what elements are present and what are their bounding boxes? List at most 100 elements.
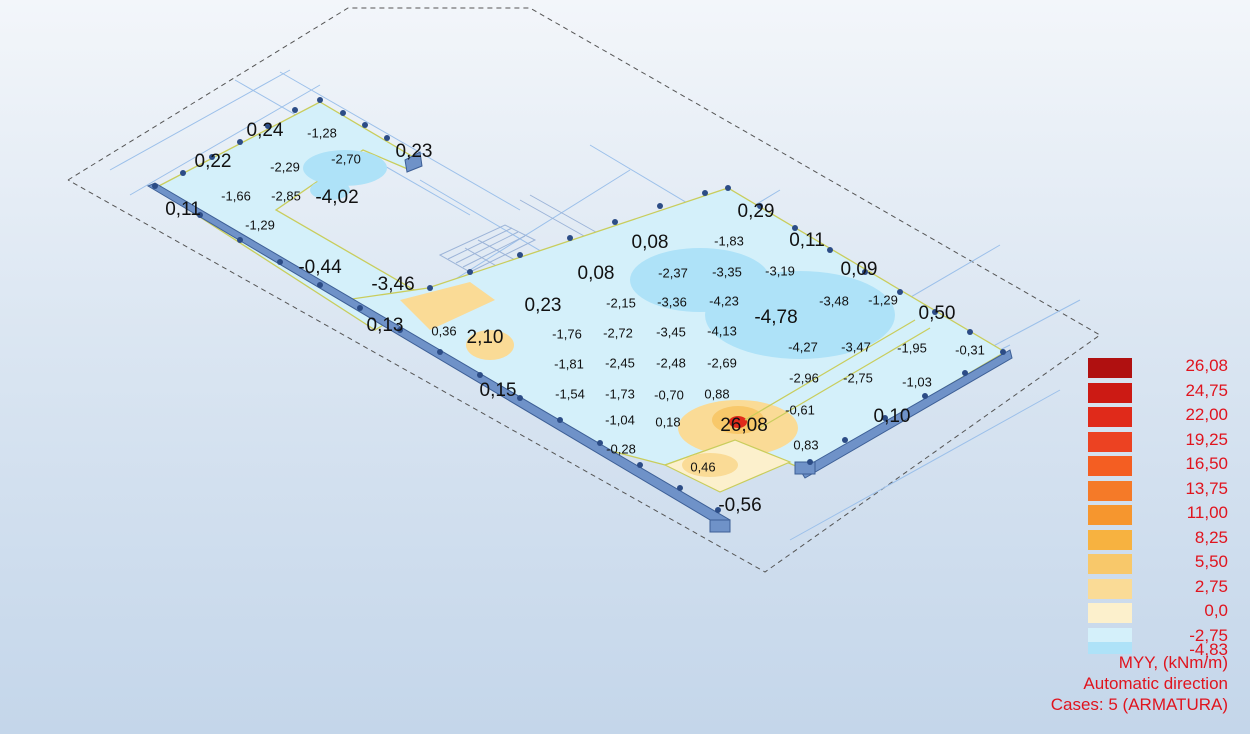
legend-swatch <box>1088 642 1132 654</box>
value-label: -1,95 <box>897 340 927 356</box>
value-label: 0,08 <box>577 263 615 284</box>
value-label: -3,47 <box>841 339 871 355</box>
value-label: 0,08 <box>631 232 669 253</box>
legend-entry: 22,00 <box>1088 405 1238 432</box>
value-label: 0,18 <box>655 414 681 430</box>
value-label: 0,88 <box>704 386 730 402</box>
value-label: -3,46 <box>371 274 415 295</box>
value-label: -1,29 <box>245 217 275 233</box>
value-label: 0,13 <box>366 315 404 336</box>
value-label: 0,11 <box>165 199 201 220</box>
value-label: 0,36 <box>431 323 457 339</box>
value-label: -2,45 <box>605 355 635 371</box>
legend-label: 19,25 <box>1185 429 1228 449</box>
value-label: 0,22 <box>194 151 232 172</box>
value-label: -1,81 <box>554 356 584 372</box>
value-label: 0,24 <box>246 120 284 141</box>
legend-entry: 5,50 <box>1088 552 1238 579</box>
model-boundary-dashed <box>67 7 1101 573</box>
support-nodes <box>152 97 1006 513</box>
result-direction: Automatic direction <box>1083 674 1228 693</box>
legend-label: 0,0 <box>1204 601 1228 620</box>
legend-label: 22,00 <box>1185 405 1228 424</box>
edge-beams <box>146 151 1013 533</box>
value-label: -2,72 <box>603 325 633 341</box>
value-label: 0,83 <box>793 437 819 453</box>
value-label: -0,70 <box>654 387 684 403</box>
legend-swatch <box>1088 480 1132 501</box>
result-cases: Cases: 5 (ARMATURA) <box>1050 695 1228 714</box>
legend-swatch <box>1088 382 1132 403</box>
value-label: -3,35 <box>712 264 742 280</box>
legend-entry: 13,75 <box>1088 478 1238 506</box>
legend-label: 5,50 <box>1194 552 1228 571</box>
value-label: 0,29 <box>737 201 775 222</box>
value-label: -0,31 <box>955 342 985 358</box>
value-label: 0,11 <box>789 230 825 251</box>
value-label: -0,56 <box>718 495 762 516</box>
value-label: -2,85 <box>271 188 301 204</box>
value-label: -1,66 <box>221 188 251 204</box>
value-label: -1,54 <box>555 386 585 402</box>
value-label: -2,48 <box>656 355 686 371</box>
legend-label: -2,75 <box>1189 625 1228 645</box>
legend-entry: 26,08 <box>1088 356 1238 383</box>
value-label: 0,50 <box>918 303 956 324</box>
value-label: -0,28 <box>606 441 636 457</box>
legend-swatch <box>1088 529 1132 550</box>
legend-swatch <box>1088 456 1132 476</box>
value-label: -2,70 <box>331 151 361 167</box>
value-label: -1,83 <box>714 233 744 249</box>
legend-label: 26,08 <box>1185 356 1228 375</box>
slab-left-wing <box>153 101 430 331</box>
value-label: -2,15 <box>606 295 636 311</box>
legend-label: 8,25 <box>1194 527 1228 547</box>
value-label: -1,28 <box>307 125 337 141</box>
value-label: -3,48 <box>819 293 849 309</box>
value-label: -1,04 <box>605 412 635 428</box>
legend-label: 16,50 <box>1185 454 1228 473</box>
legend-label: 24,75 <box>1185 380 1228 400</box>
value-label: -2,96 <box>789 370 819 386</box>
legend-swatch <box>1088 358 1132 378</box>
value-label: -0,61 <box>785 402 815 418</box>
value-label: -3,45 <box>656 324 686 340</box>
value-label: -2,29 <box>270 159 300 175</box>
value-label: -2,37 <box>658 265 688 281</box>
legend-swatch <box>1088 554 1132 574</box>
value-label: -4,27 <box>788 339 818 355</box>
legend-entry: 19,25 <box>1088 429 1238 457</box>
value-label: -4,13 <box>707 323 737 339</box>
legend-swatch <box>1088 505 1132 525</box>
legend-swatch <box>1088 603 1132 623</box>
legend-entry: 2,75 <box>1088 576 1238 604</box>
value-label: 0,23 <box>524 295 562 316</box>
value-label: -1,76 <box>552 326 582 342</box>
value-label: -3,19 <box>765 263 795 279</box>
value-label: -2,69 <box>707 355 737 371</box>
value-label: 0,46 <box>690 459 716 475</box>
legend-label: 2,75 <box>1194 576 1228 596</box>
value-label: -0,44 <box>298 257 342 278</box>
value-label: -3,36 <box>657 294 687 310</box>
result-quantity: MYY, (kNm/m) <box>1118 653 1228 672</box>
value-label: -4,78 <box>754 307 798 328</box>
legend-entry: -4,83 <box>1088 640 1238 667</box>
value-label: 0,15 <box>479 380 517 401</box>
value-label: 0,23 <box>395 141 433 162</box>
legend-label: -4,83 <box>1189 640 1228 659</box>
value-label: 2,10 <box>466 327 504 348</box>
legend-entry: 11,00 <box>1088 503 1238 530</box>
value-label: -4,02 <box>315 187 359 208</box>
value-label: -1,03 <box>902 374 932 390</box>
value-label: -4,23 <box>709 293 739 309</box>
legend-entry: 16,50 <box>1088 454 1238 481</box>
value-label: -2,75 <box>843 370 873 386</box>
value-label: 0,09 <box>840 259 878 280</box>
value-label: 26,08 <box>720 415 768 436</box>
legend-label: 13,75 <box>1185 478 1228 498</box>
value-label: -1,73 <box>605 386 635 402</box>
legend-entry: 8,25 <box>1088 527 1238 555</box>
